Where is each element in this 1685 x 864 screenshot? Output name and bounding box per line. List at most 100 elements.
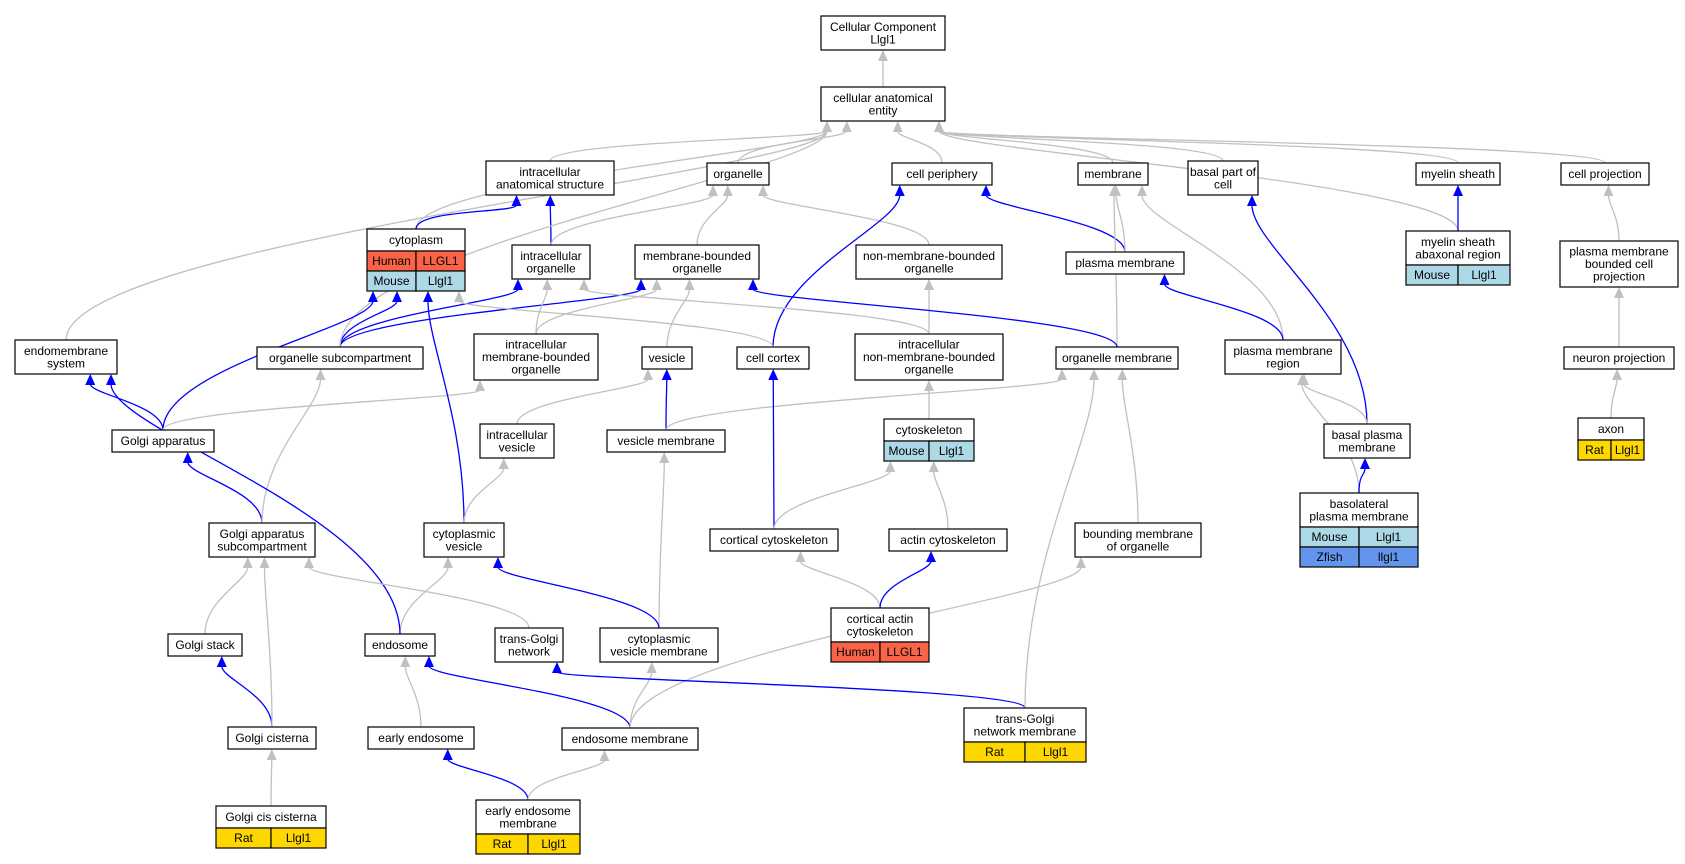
edge-arrowhead <box>442 749 453 760</box>
node-box <box>1323 423 1411 459</box>
is-a-edge <box>1024 369 1099 709</box>
node-endosome[interactable]: endosome <box>364 633 436 657</box>
node-plasmamem[interactable]: plasma membrane <box>1065 251 1185 275</box>
edge-arrowhead <box>1159 274 1170 285</box>
node-cortcyto[interactable]: cortical cytoskeleton <box>709 528 839 552</box>
edge-arrowhead <box>1603 185 1614 196</box>
edge-arrowhead <box>493 557 503 568</box>
node-endomembr[interactable]: endosome membrane <box>561 727 699 751</box>
edge-line <box>772 378 775 530</box>
part-of-edge <box>1358 458 1370 494</box>
node-box <box>1224 339 1342 375</box>
node-actincyto[interactable]: actin cytoskeleton <box>888 528 1008 552</box>
node-box <box>561 727 699 751</box>
node-box <box>634 244 760 280</box>
edge-arrowhead <box>892 121 903 132</box>
node-label: Golgi stack <box>175 638 235 652</box>
node-box <box>599 627 719 663</box>
edge-arrowhead <box>400 656 411 667</box>
edge-line <box>110 383 401 635</box>
node-neuronproj[interactable]: neuron projection <box>1563 346 1675 370</box>
node-label: myelin sheath <box>1421 167 1495 181</box>
edge-line <box>665 378 1063 431</box>
node-vesmem[interactable]: vesicle membrane <box>606 429 726 453</box>
edge-arrowhead <box>259 557 270 568</box>
gene-cell <box>1610 439 1645 461</box>
node-box <box>479 423 555 459</box>
node-box <box>485 160 615 196</box>
node-orgsub[interactable]: organelle subcompartment <box>256 346 424 370</box>
is-a-edge <box>878 50 888 87</box>
node-golgistack[interactable]: Golgi stack <box>167 633 243 657</box>
node-myelin[interactable]: myelin sheath <box>1415 162 1501 186</box>
node-cellproj[interactable]: cell projection <box>1560 162 1650 186</box>
edge-arrowhead <box>216 656 227 667</box>
edge-line <box>270 758 273 807</box>
edge-arrowhead <box>242 557 253 568</box>
edge-arrowhead <box>392 291 402 302</box>
node-box <box>830 607 930 643</box>
node-membrane[interactable]: membrane <box>1077 162 1149 186</box>
node-orgmem[interactable]: organelle membrane <box>1055 346 1179 370</box>
is-a-edge <box>924 380 934 419</box>
node-vesicle[interactable]: vesicle <box>641 346 693 370</box>
gene-label: Llgl1 <box>1471 268 1497 282</box>
edge-arrowhead <box>304 557 314 568</box>
gene-label: LLGL1 <box>422 254 458 268</box>
node-box <box>1563 346 1675 370</box>
species-label: Rat <box>985 745 1004 759</box>
node-box <box>208 522 316 558</box>
is-a-edge <box>400 656 422 728</box>
part-of-edge <box>981 185 1126 253</box>
node-golgi[interactable]: Golgi apparatus <box>111 429 215 453</box>
edge-line <box>1251 204 1368 425</box>
node-cellper[interactable]: cell periphery <box>891 162 993 186</box>
edge-arrowhead <box>748 279 758 290</box>
node-organelle[interactable]: organelle <box>706 162 770 186</box>
node-label: early endosome <box>378 731 464 745</box>
node-cellcortex[interactable]: cell cortex <box>736 346 810 370</box>
node-label: organelle subcompartment <box>269 351 412 365</box>
edge-line <box>339 300 398 348</box>
node-earlyendo[interactable]: early endosome <box>367 726 475 750</box>
node-golgicist[interactable]: Golgi cisterna <box>227 726 317 750</box>
is-a-edge <box>162 380 485 431</box>
node-box <box>706 162 770 186</box>
node-box <box>111 429 215 453</box>
species-label: Mouse <box>1414 268 1450 282</box>
